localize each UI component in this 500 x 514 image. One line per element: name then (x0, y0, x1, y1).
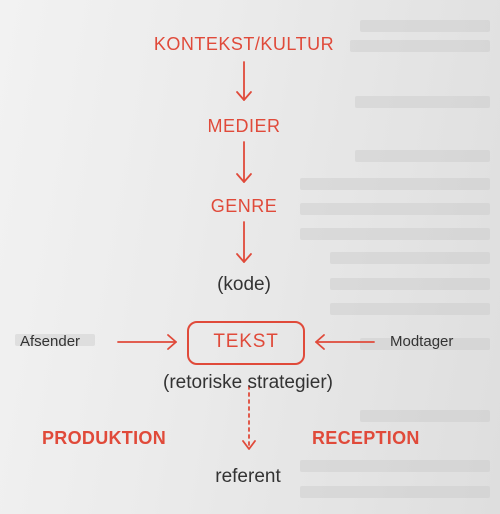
actor-modtager: Modtager (390, 333, 454, 350)
node-genre: GENRE (210, 196, 278, 216)
node-tekst: TEKST (213, 331, 279, 352)
node-medier: MEDIER (207, 116, 281, 136)
arrow-genre-to-kode (236, 221, 252, 263)
node-referent: referent (215, 466, 281, 487)
arrow-afsender-to-tekst (117, 334, 177, 350)
arrow-strategier-to-referent (242, 385, 256, 450)
actor-afsender: Afsender (20, 333, 81, 350)
arrow-modtager-to-tekst (315, 334, 375, 350)
tekst-box (187, 321, 305, 365)
process-reception: RECEPTION (312, 428, 420, 448)
node-retoriske-strategier: (retoriske strategier) (163, 372, 333, 393)
arrow-medier-to-genre (236, 141, 252, 183)
node-kontekst-kultur: KONTEKST/KULTUR (153, 34, 335, 54)
process-produktion: PRODUKTION (42, 428, 166, 448)
arrow-kontekst-to-medier (236, 61, 252, 101)
node-kode: (kode) (217, 274, 271, 295)
